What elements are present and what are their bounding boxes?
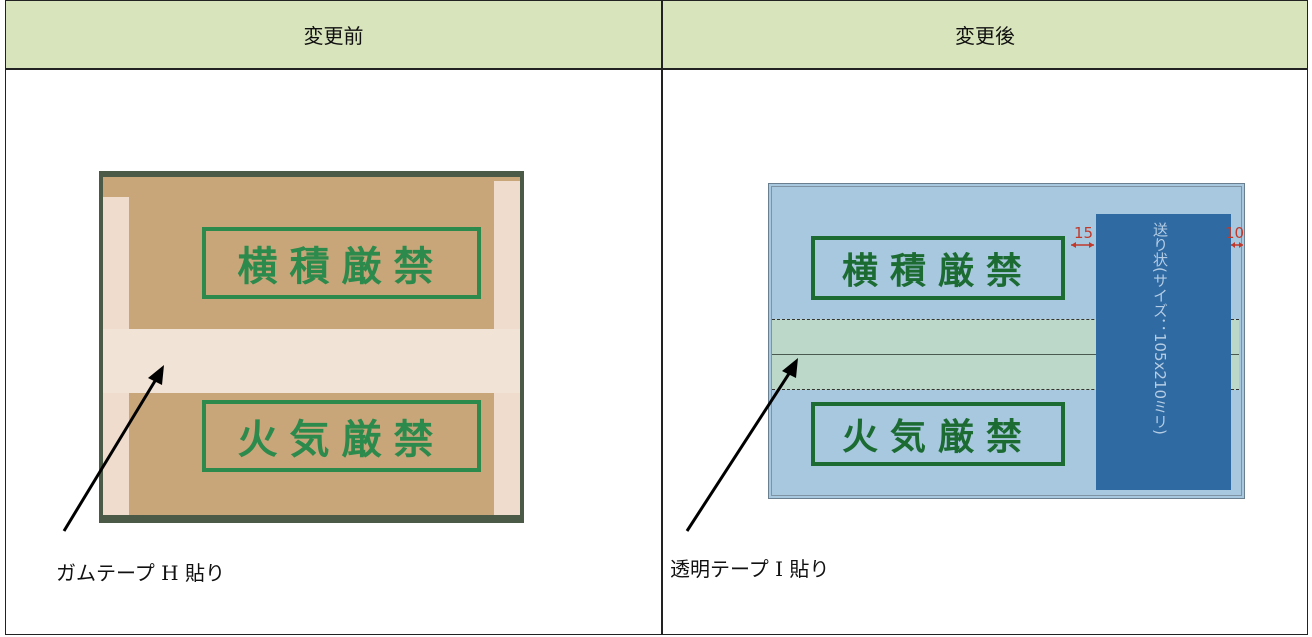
after-diagram: 横積厳禁 火気厳禁 送り状(サイズ：105x210ミリ) 15 10 [768, 183, 1245, 499]
stamp-yokozumi-after: 横積厳禁 [811, 236, 1065, 300]
header-after: 変更後 [663, 1, 1307, 68]
header-before: 変更前 [6, 1, 661, 68]
arrow-icon-after [685, 358, 798, 532]
shipping-label-text: 送り状(サイズ：105x210ミリ) [1151, 222, 1169, 435]
dimension-arrows [1071, 242, 1243, 248]
dimension-left: 15 [1074, 224, 1094, 242]
diagram-inner-frame [771, 186, 1242, 496]
arrow-icon-before [62, 365, 164, 532]
caption-before: ガムテープ H 貼り [56, 561, 225, 585]
stamp-yokozumi-before: 横積厳禁 [202, 227, 481, 299]
caption-after: 透明テープ I 貼り [670, 557, 830, 581]
dimension-right: 10 [1225, 224, 1245, 242]
comparison-table: 変更前 変更後 横積厳禁 火気厳禁 ガムテープ H 貼り 横積厳禁 火気厳禁 送… [5, 0, 1308, 635]
tape-center-line [772, 354, 1239, 355]
header-divider [6, 68, 1307, 70]
column-divider [661, 1, 663, 634]
stamp-kaki-before: 火気厳禁 [202, 400, 481, 472]
shipping-label: 送り状(サイズ：105x210ミリ) [1096, 214, 1231, 490]
before-photo: 横積厳禁 火気厳禁 [99, 171, 524, 523]
gum-tape-h [103, 329, 520, 393]
stamp-kaki-after: 火気厳禁 [811, 402, 1065, 466]
